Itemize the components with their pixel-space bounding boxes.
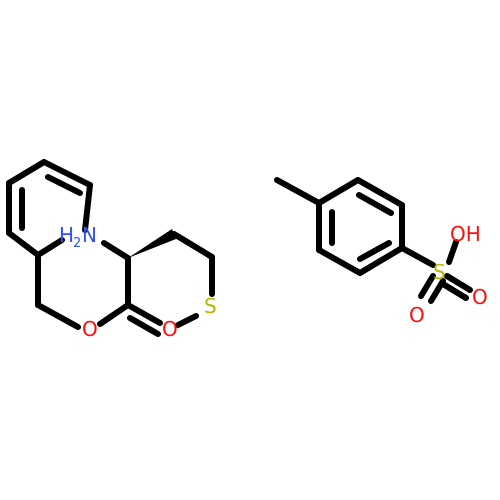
bond-inner [357, 240, 392, 262]
bond [274, 177, 322, 206]
tosic-acid-molecule: S OH O O [274, 177, 488, 327]
bond [444, 273, 473, 293]
toluene-ring [316, 177, 405, 276]
bond [446, 239, 459, 265]
sulfonyl-sulfur-label: S [433, 260, 446, 284]
hydroxyl-label: OH [450, 222, 481, 246]
sulfonyl-oxygen-left-label: O [409, 303, 425, 327]
bond [35, 302, 81, 330]
bond-inner [356, 192, 394, 216]
bond [357, 245, 405, 276]
wedge-bond [128, 229, 176, 258]
amine-n-label: N [82, 223, 97, 247]
bond [440, 281, 469, 301]
thioether-sulfur-label: S [204, 294, 217, 318]
bond [175, 313, 199, 328]
bond [97, 302, 131, 327]
benzyl-ester-molecule: H 2 N O O S [6, 159, 217, 341]
bond [399, 245, 436, 268]
bond [82, 182, 93, 233]
bond [35, 237, 65, 258]
bond [125, 302, 163, 326]
bond [6, 159, 47, 186]
amine-h-subscript: 2 [73, 236, 81, 251]
bond-inner [45, 174, 83, 196]
bond [316, 177, 361, 206]
bond [418, 273, 436, 299]
bond [127, 315, 161, 337]
bond [6, 230, 41, 258]
bond [316, 247, 363, 276]
bond [101, 240, 131, 261]
benzene-ring [6, 159, 93, 258]
carbonyl-oxygen-label: O [162, 317, 178, 341]
amine-h-label: H [59, 223, 74, 247]
ester-oxygen-label: O [82, 317, 98, 341]
bond [355, 177, 405, 208]
bond [41, 159, 93, 188]
bond [171, 231, 215, 260]
sulfonyl-oxygen-right-label: O [472, 285, 488, 309]
